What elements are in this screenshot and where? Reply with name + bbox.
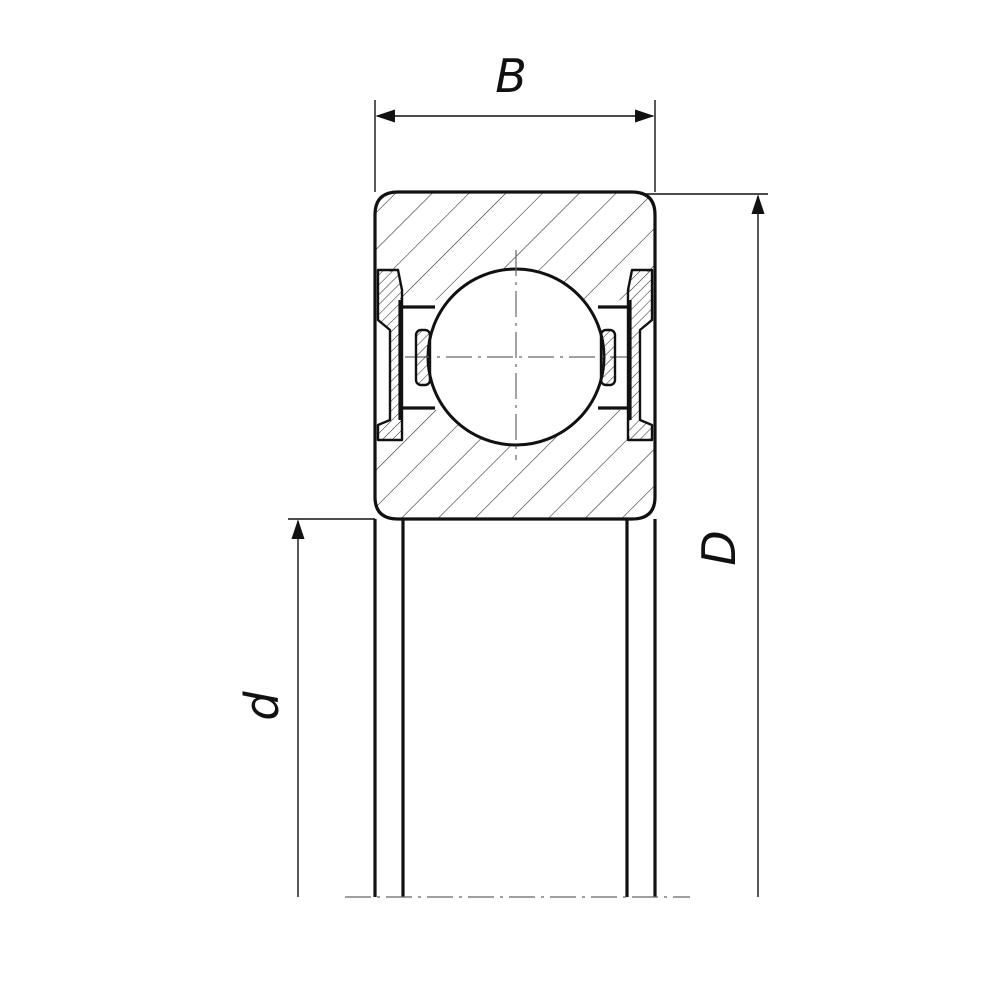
dimension-label-b: B: [495, 49, 527, 103]
dimension-b: B: [374, 49, 656, 192]
cage: [414, 328, 617, 387]
left-seal: [373, 268, 404, 445]
bore-walls: [373, 519, 657, 897]
right-seal: [626, 268, 657, 445]
dimension-label-d-bore: d: [235, 691, 289, 721]
dimension-d-outer: D: [640, 193, 768, 897]
raceway-edges: [400, 305, 630, 410]
dimension-d-bore: d: [235, 518, 375, 897]
dimension-label-d-outer: D: [692, 530, 746, 565]
inner-ring: [373, 410, 657, 521]
outer-ring: [373, 190, 657, 300]
